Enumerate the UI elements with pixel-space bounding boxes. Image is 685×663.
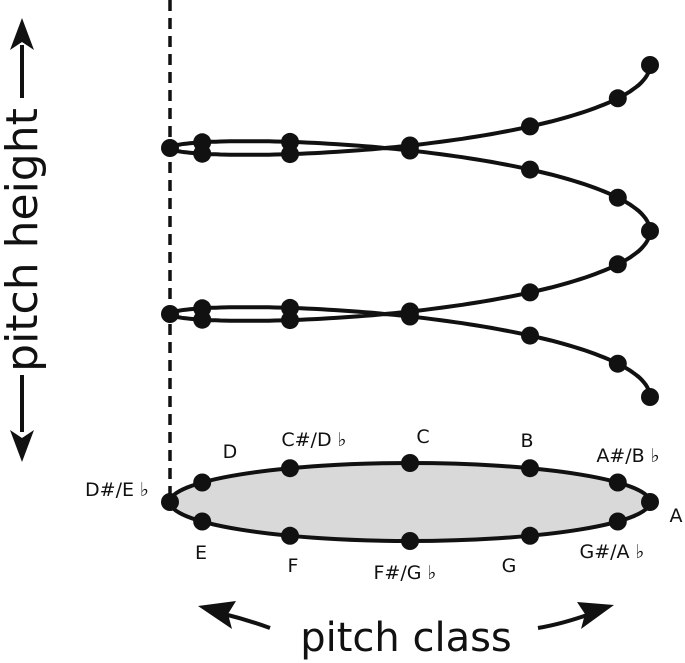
note-label-c-sharp: C#/D ♭ <box>281 429 346 451</box>
helix-point-b-0 <box>521 326 539 345</box>
helix-point-a-sharp-1 <box>608 188 627 207</box>
pitch-height-label: pitch height <box>0 108 48 372</box>
pitch-class-circle <box>168 461 652 543</box>
helix-curve <box>167 64 653 398</box>
pitch-class-axis: pitch class <box>198 601 614 661</box>
arrow-up-icon <box>10 18 34 50</box>
note-label-g-sharp: G#/A ♭ <box>579 541 644 563</box>
helix-point-a-1 <box>641 222 659 240</box>
pitch-helix <box>167 64 653 398</box>
pitch-class-point-f-sharp <box>401 532 419 550</box>
helix-point-d-sharp-0 <box>161 305 179 323</box>
helix-point-g-sharp-0 <box>608 255 627 274</box>
pitch-class-point-g-sharp <box>608 512 627 531</box>
pitch-class-point-g <box>521 526 539 545</box>
arrow-right-icon <box>577 602 614 629</box>
helix-point-a-0 <box>641 388 659 406</box>
pitch-class-point-f <box>281 526 299 545</box>
pitch-class-point-b <box>521 459 539 478</box>
helix-point-d-sharp-1 <box>161 139 179 157</box>
pitch-height-axis: pitch height <box>0 18 48 462</box>
helix-point-e-0 <box>193 310 212 329</box>
note-label-d-sharp: D#/E ♭ <box>85 479 149 501</box>
note-label-a-sharp: A#/B ♭ <box>596 445 659 467</box>
helix-point-f-sharp-1 <box>401 136 419 155</box>
note-label-b: B <box>520 430 533 452</box>
helix-point-e-1 <box>193 144 212 163</box>
helix-point-f-sharp-0 <box>401 302 419 321</box>
pitch-class-point-c-sharp <box>281 459 299 478</box>
helix-point-g-sharp-1 <box>608 89 627 108</box>
pitch-class-point-c <box>401 454 419 472</box>
helix-point-a-sharp-0 <box>608 354 627 373</box>
helix-point-f-0 <box>281 311 299 330</box>
pitch-class-point-a-sharp <box>608 473 627 492</box>
pitch-class-point-d-sharp <box>161 493 179 511</box>
pitch-class-point-e <box>193 512 212 531</box>
arrow-left-icon <box>198 601 236 629</box>
helix-point-g-1 <box>521 117 539 136</box>
helix-point-b-1 <box>521 160 539 179</box>
note-label-c: C <box>416 426 429 448</box>
pitch-class-points <box>161 454 659 550</box>
pitch-class-point-a <box>641 493 659 511</box>
note-label-e: E <box>195 542 207 564</box>
helix-point-g-0 <box>521 283 539 302</box>
note-label-d: D <box>223 441 238 463</box>
pitch-class-labels: C B A#/B ♭ A G#/A ♭ G F#/G ♭ F E D#/E ♭ … <box>85 426 682 584</box>
arrow-down-icon <box>10 430 34 462</box>
note-label-a: A <box>670 505 683 527</box>
note-label-f: F <box>288 555 299 577</box>
pitch-helix-points <box>161 56 659 406</box>
helix-point-f-1 <box>281 145 299 164</box>
helix-point-a-2 <box>641 56 659 74</box>
note-label-f-sharp: F#/G ♭ <box>374 562 437 584</box>
pitch-class-label: pitch class <box>300 615 512 661</box>
note-label-g: G <box>502 555 517 577</box>
pitch-class-point-d <box>193 473 212 492</box>
